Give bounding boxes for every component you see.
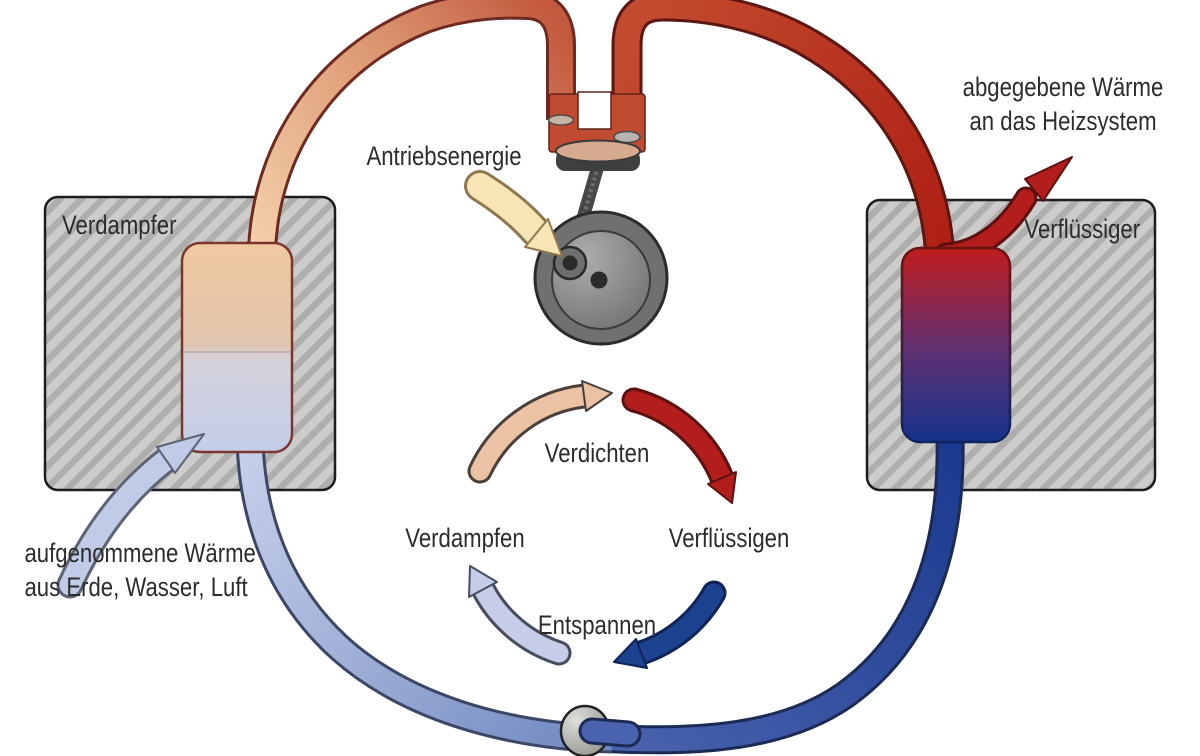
cycle-arrow-evaporate [468,565,572,666]
cycle-label-expand: Entspannen [537,610,657,640]
expansion-valve [559,704,642,756]
cycle-label-evaporate: Verdampfen [405,523,525,553]
cycle-label-condense: Verflüssigen [668,523,790,553]
condenser-label: Verflüssiger [1024,214,1140,244]
heat-out-line2: an das Heizsystem [969,106,1157,136]
compressor [533,91,669,346]
drive-energy-arrow [464,170,563,257]
pipe-evaporator-to-compressor [247,0,576,253]
heat-out-label: abgegebene Wärme an das Heizsystem [940,70,1186,138]
condenser-coil [900,246,1012,444]
pipe-compressor-to-condenser [611,0,956,261]
heat-in-label: aufgenommene Wärme aus Erde, Wasser, Luf… [24,536,256,604]
compressor-valve-left [547,114,575,126]
cycle-arrow-expand [613,580,727,669]
flywheel-hub [590,271,608,289]
pipe-condenser-to-valve [597,435,965,755]
drive-energy-label: Antriebsenergie [366,141,522,171]
cycle-label-compress: Verdichten [544,438,650,468]
cycle-arrow-compress [467,380,613,484]
heat-in-arrow [56,433,205,599]
heat-out-line1: abgegebene Wärme [962,72,1164,102]
heat-in-line1: aufgenommene Wärme [24,538,256,568]
heat-in-line2: aus Erde, Wasser, Luft [24,572,248,602]
cycle-arrow-condense [621,387,737,504]
evaporator-label: Verdampfer [62,210,177,240]
pipe-valve-to-evaporator [235,437,613,754]
evaporator-coil [180,241,294,454]
